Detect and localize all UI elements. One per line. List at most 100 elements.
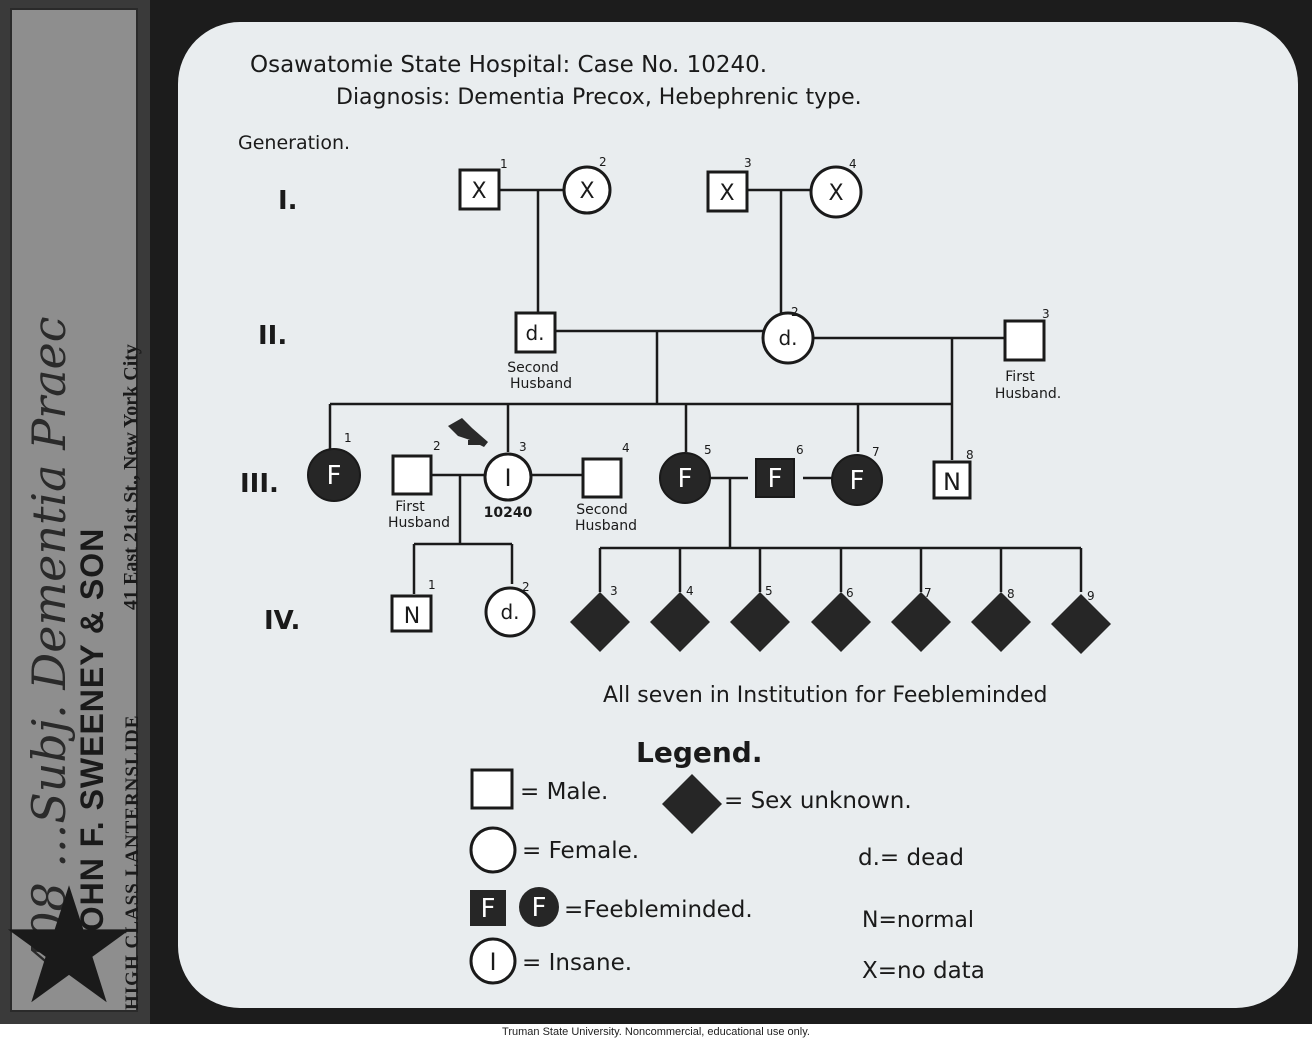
legend-insane-text: = Insane.	[522, 950, 632, 976]
svg-text:8: 8	[966, 448, 974, 462]
svg-text:5: 5	[704, 443, 712, 457]
gen1-individual-2: X 2	[562, 155, 612, 215]
svg-text:4: 4	[686, 584, 694, 598]
svg-text:2: 2	[433, 439, 441, 453]
generation-label-3: III.	[240, 469, 279, 499]
gen3-individual-2: 2 First Husband	[388, 439, 450, 531]
svg-text:F: F	[678, 464, 693, 494]
gen4-individual-8: 8	[971, 587, 1031, 652]
svg-text:3: 3	[744, 156, 752, 170]
chart-diagnosis: Diagnosis: Dementia Precox, Hebephrenic …	[336, 85, 862, 110]
legend-normal-text: N=normal	[862, 908, 974, 933]
generation-label-4: IV.	[264, 606, 300, 636]
gen4-sibling-group: 3 4 5 6 7 8 9	[570, 584, 1111, 654]
gen3-individual-3-proband: I 3 10240	[483, 440, 533, 521]
chart-title: Osawatomie State Hospital: Case No. 1024…	[250, 52, 767, 78]
svg-text:Husband: Husband	[510, 376, 572, 392]
slide-label-strip: 408 ...Subj. Dementia Praec JOHN F. SWEE…	[0, 0, 150, 1024]
gen3-individual-8: N 8	[932, 448, 974, 500]
legend-feebleminded-male-mark: F	[481, 894, 496, 924]
legend-dead-text: d.= dead	[858, 845, 964, 871]
gen1-individual-4: X 4	[809, 157, 863, 219]
footer-credit: Truman State University. Noncommercial, …	[0, 1024, 1312, 1040]
svg-text:F: F	[768, 464, 783, 494]
pointing-hand-icon	[448, 418, 488, 447]
gen1-individual-1: X 1	[458, 157, 508, 211]
gen4-individual-2: d. 2	[484, 580, 536, 638]
slide-maker-address: 41 East 21st St., New York City	[120, 344, 142, 610]
svg-text:d.: d.	[500, 600, 519, 624]
svg-text:1: 1	[500, 157, 508, 171]
svg-text:4: 4	[849, 157, 857, 171]
svg-text:I: I	[504, 464, 511, 492]
gen4-individual-9: 9	[1051, 589, 1111, 654]
svg-text:1: 1	[428, 578, 436, 592]
gen2-individual-2: d. 2	[761, 305, 815, 365]
legend-female-text: = Female.	[522, 838, 639, 864]
slide-label-card: 408 ...Subj. Dementia Praec JOHN F. SWEE…	[10, 8, 143, 1012]
legend-female-symbol	[469, 826, 517, 874]
generation-heading: Generation.	[238, 132, 350, 154]
legend-feebleminded-female-symbol	[519, 887, 559, 927]
gen3-individual-1: F 1	[307, 431, 361, 502]
svg-text:4: 4	[622, 441, 630, 455]
svg-text:1: 1	[344, 431, 352, 445]
legend-heading: Legend.	[636, 736, 762, 769]
svg-text:7: 7	[924, 586, 932, 600]
svg-text:Second: Second	[507, 360, 559, 376]
svg-text:X: X	[828, 181, 843, 206]
pedigree-slide: Osawatomie State Hospital: Case No. 1024…	[178, 22, 1298, 1008]
legend-no-data-text: X=no data	[862, 958, 985, 984]
legend-insane-mark: I	[489, 948, 496, 976]
gen4-individual-3: 3	[570, 584, 630, 652]
svg-text:2: 2	[522, 580, 530, 594]
legend-sex-unknown-text: = Sex unknown.	[724, 788, 912, 814]
legend-feebleminded-text: =Feebleminded.	[564, 897, 753, 923]
svg-text:First: First	[1005, 369, 1035, 385]
gen3-individual-6: F 6	[755, 443, 804, 498]
svg-text:First: First	[395, 499, 425, 515]
svg-text:6: 6	[796, 443, 804, 457]
svg-text:N: N	[404, 604, 420, 629]
svg-text:X: X	[471, 179, 486, 204]
legend-insane-symbol	[469, 937, 517, 985]
handwritten-subject-note: 408 ...Subj. Dementia Praec	[22, 316, 76, 970]
legend-sex-unknown-symbol	[662, 774, 722, 834]
legend-feebleminded-female-mark: F	[532, 893, 547, 923]
legend-male-text: = Male.	[520, 779, 608, 805]
generation-label-1: I.	[278, 186, 298, 216]
svg-text:5: 5	[765, 584, 773, 598]
pedigree-chart: Osawatomie State Hospital: Case No. 1024…	[238, 52, 1111, 985]
gen4-individual-5: 5	[730, 584, 790, 652]
svg-text:Husband: Husband	[388, 515, 450, 531]
svg-text:X: X	[579, 179, 594, 204]
gen2-individual-3: 3 First Husband.	[995, 307, 1061, 402]
gen4-individual-6: 6	[811, 586, 871, 652]
legend-feebleminded-male-symbol	[470, 890, 506, 926]
svg-text:3: 3	[1042, 307, 1050, 321]
svg-text:X: X	[719, 181, 734, 206]
legend-male-symbol	[470, 768, 514, 810]
svg-text:Husband: Husband	[575, 518, 637, 534]
svg-text:N: N	[943, 468, 961, 496]
gen2-individual-1: d. Second Husband	[507, 311, 572, 392]
svg-text:2: 2	[599, 155, 607, 169]
gen4-individual-4: 4	[650, 584, 710, 652]
svg-text:3: 3	[519, 440, 527, 454]
svg-text:3: 3	[610, 584, 618, 598]
generation-label-2: II.	[258, 321, 287, 351]
star-icon	[7, 885, 131, 1003]
svg-text:d.: d.	[778, 326, 797, 350]
gen1-individual-3: X 3	[706, 156, 752, 213]
svg-text:F: F	[327, 461, 342, 491]
svg-text:10240: 10240	[484, 505, 533, 521]
gen3-individual-4: 4 Second Husband	[575, 441, 637, 534]
svg-text:9: 9	[1087, 589, 1095, 603]
legend: Legend. = Male. = Sex unknown. = Female.…	[469, 736, 985, 985]
svg-text:d.: d.	[525, 321, 544, 345]
gen4-individual-7: 7	[891, 586, 951, 652]
svg-text:7: 7	[872, 445, 880, 459]
connection-lines	[328, 188, 1083, 594]
gen4-individual-1: N 1	[390, 578, 436, 633]
svg-text:Second: Second	[576, 502, 628, 518]
